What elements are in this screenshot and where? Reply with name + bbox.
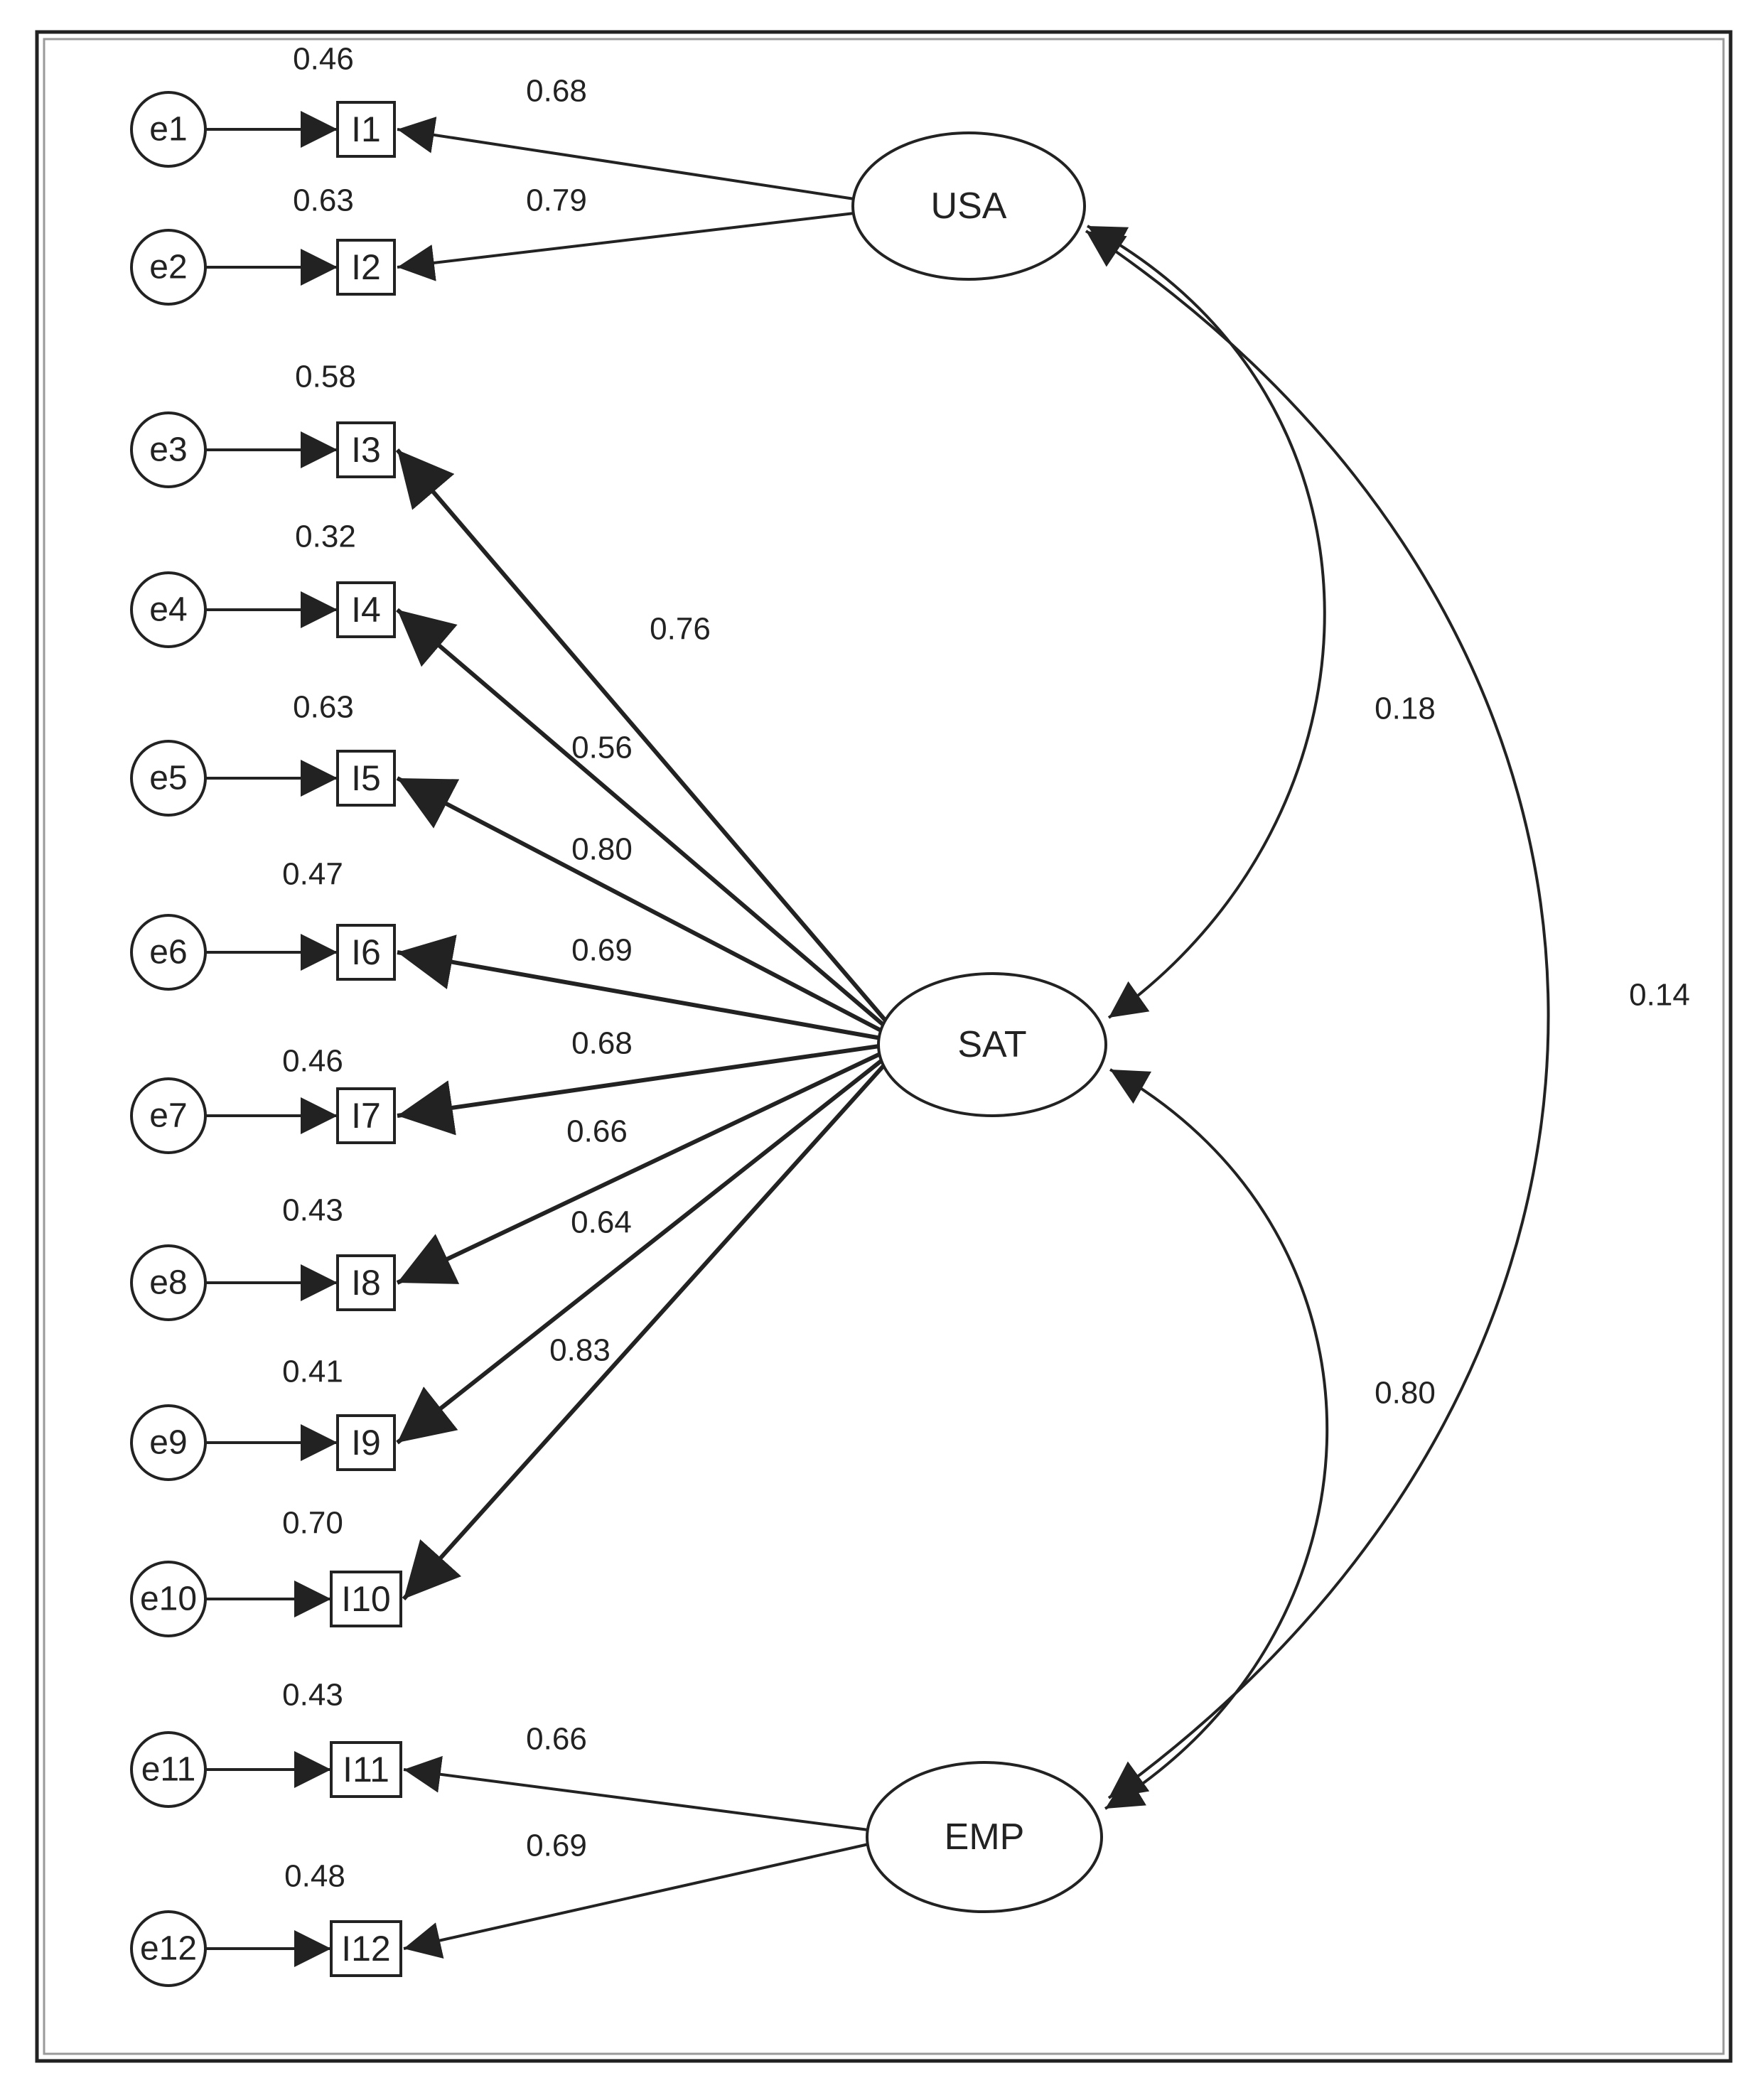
loading-path-I12 [403,1843,869,1959]
r-squared-label-I3: 0.58 [295,360,356,394]
error-node-e2 [130,229,207,306]
indicator-label-I9: I9 [351,1423,381,1463]
loading-path-I1 [397,117,855,200]
correlation-label-sat-emp: 0.80 [1375,1376,1436,1411]
indicator-label-I10: I10 [341,1579,391,1619]
loading-label-I11: 0.66 [526,1722,587,1757]
indicator-box-I8 [336,1254,396,1311]
latent-label-sat: SAT [957,1024,1026,1065]
inner-frame [43,38,1725,2055]
indicator-box-I4 [336,581,396,638]
loading-path-I8 [396,1048,891,1285]
correlation-label-usa-emp: 0.14 [1629,978,1690,1013]
r-squared-label-I11: 0.43 [282,1678,343,1713]
error-node-e7 [130,1077,207,1154]
error-node-e9 [130,1404,207,1481]
indicator-label-I2: I2 [351,247,381,287]
error-label-e9: e9 [149,1424,187,1462]
latent-node-emp [866,1761,1103,1913]
latent-label-usa: USA [931,185,1007,227]
error-node-e1 [130,91,207,168]
error-label-e7: e7 [149,1097,187,1135]
loading-label-I8: 0.66 [566,1114,628,1149]
r-squared-label-I7: 0.46 [282,1044,343,1079]
loading-label-I10: 0.83 [549,1333,611,1368]
loading-label-I9: 0.64 [571,1205,632,1240]
indicator-box-I1 [336,101,396,158]
indicator-label-I1: I1 [351,109,381,149]
indicator-box-I12 [330,1920,402,1977]
loading-path-I9 [396,1052,891,1445]
loading-path-I6 [397,935,890,1042]
error-node-e3 [130,411,207,488]
indicator-label-I7: I7 [351,1096,381,1136]
error-label-e4: e4 [149,591,187,629]
loading-label-I7: 0.68 [571,1026,633,1061]
indicator-box-I6 [336,924,396,981]
r-squared-label-I1: 0.46 [293,42,354,77]
error-label-e6: e6 [149,934,187,971]
r-squared-label-I5: 0.63 [293,690,354,725]
indicator-box-I2 [336,239,396,296]
error-node-e10 [130,1561,207,1637]
loading-label-I5: 0.80 [571,832,633,867]
loading-path-I7 [397,1043,890,1136]
latent-label-emp: EMP [945,1816,1025,1858]
error-label-e1: e1 [149,111,187,149]
r-squared-label-I2: 0.63 [293,183,354,218]
outer-frame [35,30,1733,2063]
latent-node-sat [877,972,1107,1117]
correlation-sat-emp [1104,1068,1329,1810]
indicator-box-I7 [336,1087,396,1144]
error-label-e5: e5 [149,760,187,797]
loading-path-I3 [395,448,891,1026]
correlation-usa-sat [1087,225,1326,1019]
indicator-box-I11 [330,1741,402,1798]
correlation-usa-emp [1085,230,1550,1799]
r-squared-label-I8: 0.43 [282,1193,343,1228]
r-squared-label-I4: 0.32 [295,519,356,554]
latent-node-usa [851,131,1086,281]
loading-path-I11 [403,1755,869,1831]
indicator-label-I11: I11 [343,1750,389,1789]
loading-label-I12: 0.69 [526,1829,587,1863]
loading-label-I6: 0.69 [571,933,633,968]
r-squared-label-I6: 0.47 [282,857,343,892]
indicator-box-I5 [336,750,396,807]
loading-path-I4 [396,608,891,1032]
loading-label-I2: 0.79 [526,183,587,218]
indicator-label-I8: I8 [351,1263,381,1303]
loading-label-I3: 0.76 [650,612,711,647]
error-node-e8 [130,1244,207,1321]
error-node-e6 [130,914,207,991]
error-label-e12: e12 [140,1930,197,1968]
error-label-e11: e11 [141,1751,196,1789]
error-node-e5 [130,740,207,817]
indicator-box-I10 [330,1571,402,1627]
indicator-label-I12: I12 [341,1929,391,1969]
error-label-e10: e10 [140,1581,197,1618]
loading-path-I5 [396,776,891,1037]
error-node-e4 [130,571,207,648]
r-squared-label-I12: 0.48 [284,1859,345,1894]
indicator-box-I9 [336,1414,396,1471]
indicator-label-I6: I6 [351,932,381,972]
error-node-e12 [130,1910,207,1987]
indicator-label-I4: I4 [351,590,381,630]
indicator-label-I5: I5 [351,758,381,798]
error-node-e11 [130,1731,207,1808]
loading-label-I1: 0.68 [526,74,587,109]
indicator-label-I3: I3 [351,430,381,470]
r-squared-label-I9: 0.41 [282,1355,343,1389]
indicator-box-I3 [336,421,396,478]
error-label-e3: e3 [149,431,187,469]
loading-path-I2 [397,212,855,281]
loading-path-I10 [402,1057,891,1601]
correlation-label-usa-sat: 0.18 [1375,691,1436,726]
loading-label-I4: 0.56 [571,731,633,765]
error-label-e8: e8 [149,1264,187,1302]
r-squared-label-I10: 0.70 [282,1506,343,1541]
error-label-e2: e2 [149,249,187,286]
